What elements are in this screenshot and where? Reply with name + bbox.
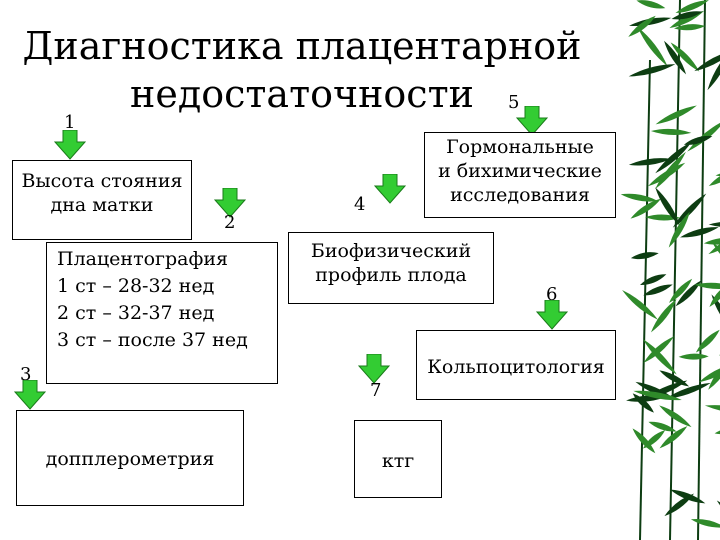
node-2-box: Плацентография 1 ст – 28-32 нед 2 ст – 3… xyxy=(46,242,278,384)
bamboo-leaf xyxy=(643,336,674,363)
node-3-box: допплерометрия xyxy=(16,410,244,506)
bamboo-leaf xyxy=(628,15,656,37)
bamboo-leaf xyxy=(690,519,720,528)
node-7-number: 7 xyxy=(370,380,382,401)
node-7-label: ктг xyxy=(381,450,415,472)
node-5-line-2: и бихимические xyxy=(438,160,602,182)
bamboo-leaves-decoration xyxy=(610,0,720,540)
page-title-line1: Диагностика плацентарной xyxy=(22,24,582,68)
node-4-line-1: Биофизический xyxy=(310,240,472,262)
node-6-label: Кольпоцитология xyxy=(427,356,605,378)
bamboo-leaf xyxy=(632,428,656,454)
node-2-arrow-icon xyxy=(214,188,246,218)
node-6-number: 6 xyxy=(546,284,558,305)
bamboo-leaf xyxy=(670,42,700,72)
bamboo-leaf xyxy=(622,290,658,320)
node-6-arrow-icon xyxy=(536,300,568,330)
node-3-arrow-icon xyxy=(14,380,46,410)
node-7-arrow-icon xyxy=(358,354,390,384)
bamboo-leaf xyxy=(659,405,692,428)
node-2-line-2: 1 ст – 28-32 нед xyxy=(57,275,215,297)
node-5-line-3: исследования xyxy=(450,184,590,206)
bamboo-leaf xyxy=(632,393,654,413)
node-5-number: 5 xyxy=(508,92,520,113)
node-1-number: 1 xyxy=(64,112,76,133)
node-6-box: Кольпоцитология xyxy=(416,330,616,400)
bamboo-leaf xyxy=(620,193,658,202)
bamboo-leaf xyxy=(694,282,720,290)
bamboo-leaf xyxy=(650,299,677,333)
bamboo-leaf xyxy=(669,278,693,303)
page-title-line2: недостаточности xyxy=(130,72,474,116)
bamboo-leaf xyxy=(630,252,659,260)
bamboo-leaf xyxy=(711,294,720,331)
bamboo-leaf xyxy=(695,329,720,353)
node-1-line-2: дна матки xyxy=(50,194,154,216)
bamboo-leaf xyxy=(647,162,686,187)
bamboo-leaf xyxy=(642,430,666,449)
bamboo-leaf xyxy=(628,64,676,77)
bamboo-leaf xyxy=(650,128,692,136)
bamboo-leaf xyxy=(694,50,720,72)
bamboo-leaf xyxy=(655,105,697,125)
bamboo-leaf xyxy=(675,0,709,14)
bamboo-leaf xyxy=(636,0,666,9)
bamboo-leaf xyxy=(665,382,711,399)
bamboo-leaf xyxy=(633,390,682,401)
node-1-line-1: Высота стояния xyxy=(21,170,183,192)
bamboo-leaf xyxy=(674,24,706,31)
bamboo-leaf xyxy=(671,11,703,20)
bamboo-leaf xyxy=(680,227,719,238)
bamboo-leaf xyxy=(703,237,720,245)
node-4-number: 4 xyxy=(354,194,366,215)
node-5-line-1: Гормональные xyxy=(446,136,594,158)
bamboo-leaf xyxy=(642,339,677,375)
node-2-line-3: 2 ст – 32-37 нед xyxy=(57,302,215,324)
node-5-arrow-icon xyxy=(516,106,548,136)
node-4-arrow-icon xyxy=(374,174,406,204)
bamboo-leaf xyxy=(637,27,668,67)
bamboo-leaf xyxy=(712,242,720,269)
bamboo-leaf xyxy=(672,193,707,228)
bamboo-leaf xyxy=(708,221,720,228)
node-2-line-4: 3 ст – после 37 нед xyxy=(57,329,248,351)
bamboo-leaf xyxy=(668,211,690,248)
bamboo-leaf xyxy=(669,489,706,504)
bamboo-leaf xyxy=(655,187,680,226)
bamboo-leaf xyxy=(699,363,720,383)
node-4-box: Биофизический профиль плода xyxy=(288,232,494,304)
node-7-box: ктг xyxy=(354,420,442,498)
bamboo-leaf xyxy=(630,198,662,219)
node-1-arrow-icon xyxy=(54,130,86,160)
bamboo-leaf xyxy=(643,284,673,296)
bamboo-leaf xyxy=(707,50,720,91)
bamboo-leaf xyxy=(704,405,720,414)
bamboo-leaf xyxy=(628,158,672,166)
node-5-box: Гормональные и бихимические исследования xyxy=(424,132,616,218)
bamboo-leaf xyxy=(678,353,709,360)
node-3-label: допплерометрия xyxy=(45,448,215,470)
node-2-line-1: Плацентография xyxy=(57,248,229,270)
bamboo-leaf xyxy=(648,421,677,432)
node-2-number: 2 xyxy=(224,212,236,233)
bamboo-leaf xyxy=(655,141,692,174)
bamboo-leaf xyxy=(708,169,720,187)
bamboo-leaf xyxy=(675,280,702,307)
node-1-box: Высота стояния дна матки xyxy=(12,160,192,240)
node-4-line-2: профиль плода xyxy=(315,264,467,286)
node-3-number: 3 xyxy=(20,364,32,385)
bamboo-leaf xyxy=(659,426,688,449)
bamboo-leaf xyxy=(640,274,667,285)
